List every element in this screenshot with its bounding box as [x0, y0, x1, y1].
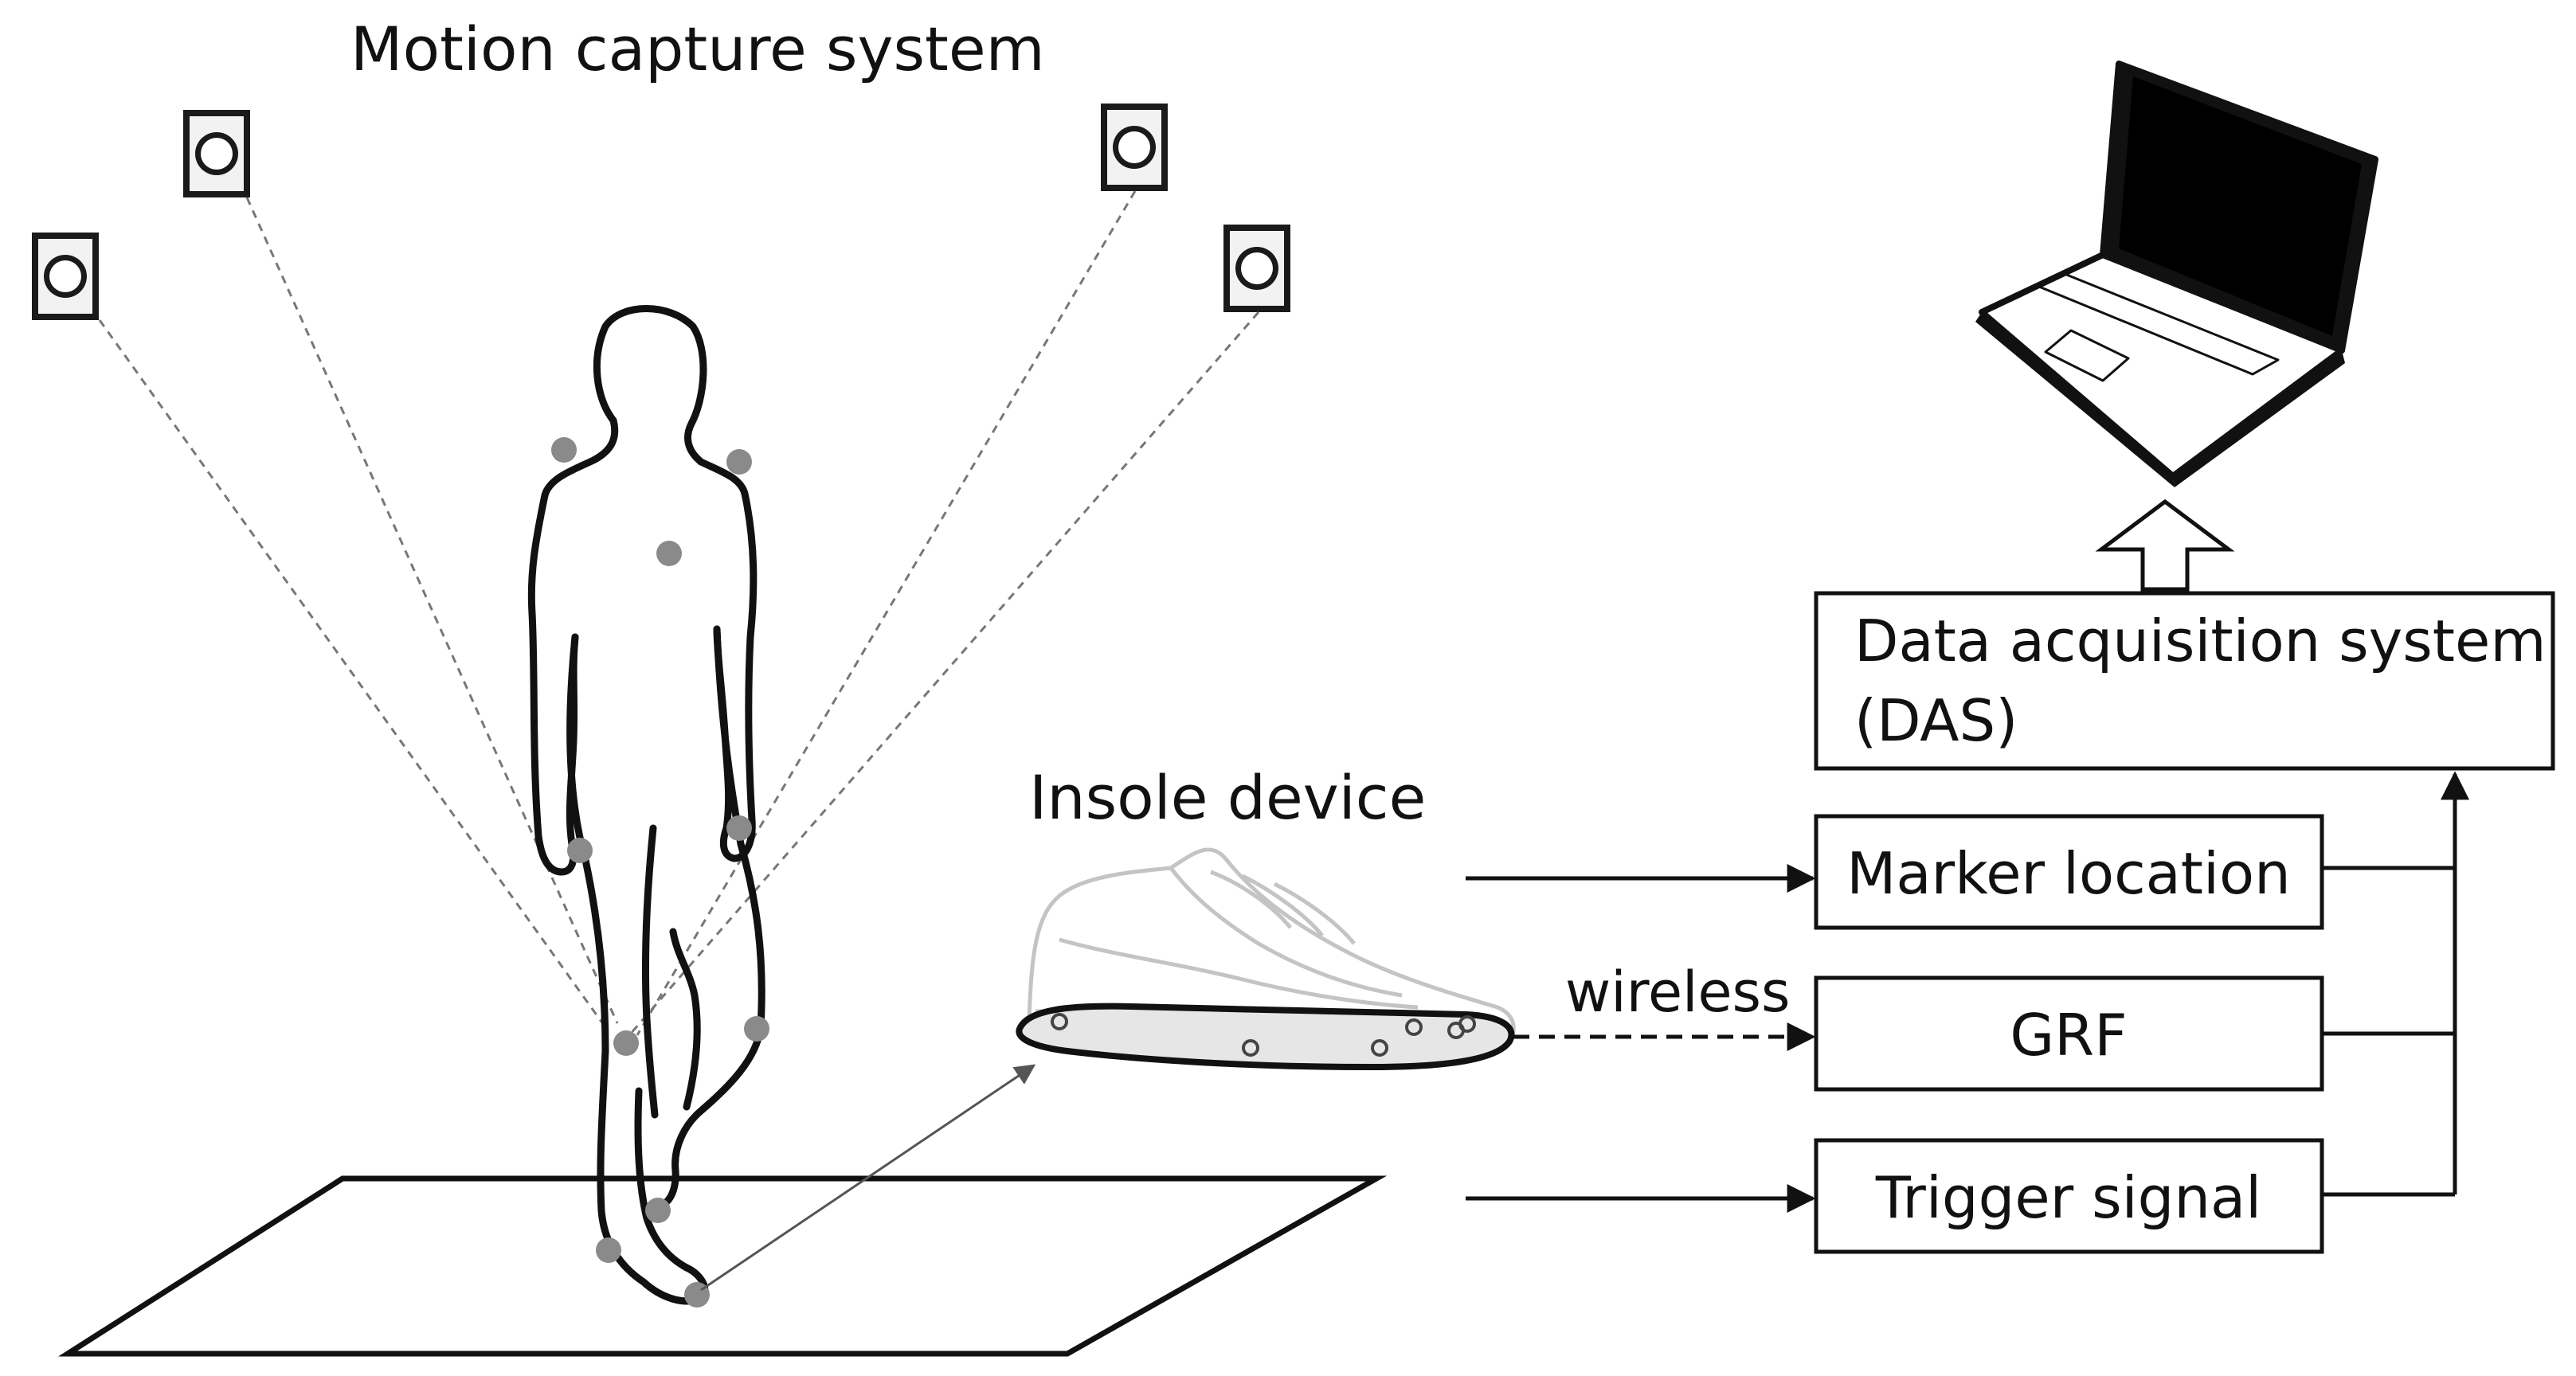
motion-capture-label: Motion capture system: [350, 14, 1045, 84]
grf-label: GRF: [2010, 1002, 2127, 1069]
das-collector-lines: [2322, 771, 2469, 1197]
camera-icon: [1223, 225, 1290, 312]
camera-icon: [1101, 104, 1168, 191]
foot-to-insole-arrow: [700, 1064, 1036, 1292]
shoe-illustration: [1027, 847, 1516, 1046]
wireless-label: wireless: [1565, 960, 1790, 1025]
body-markers: [551, 437, 769, 1308]
laptop-icon: [1975, 61, 2378, 487]
marker-location-label: Marker location: [1846, 840, 2290, 907]
grf-box: [1814, 975, 2324, 1092]
das-box: [1814, 591, 2555, 771]
insole-sensor-plate: [1016, 1003, 1515, 1071]
das-to-laptop-arrow: [2095, 498, 2235, 592]
camera-rays: [98, 190, 1260, 1036]
force-plate: [58, 1175, 1388, 1357]
marker-location-box: [1814, 814, 2324, 930]
insole-device-label: Insole device: [1029, 762, 1426, 833]
das-box-abbreviation: (DAS): [1854, 687, 2018, 754]
camera-icon: [32, 233, 99, 320]
trigger-signal-label: Trigger signal: [1875, 1164, 2261, 1231]
camera-icon: [183, 110, 250, 197]
das-box-title: Data acquisition system: [1854, 608, 2546, 674]
